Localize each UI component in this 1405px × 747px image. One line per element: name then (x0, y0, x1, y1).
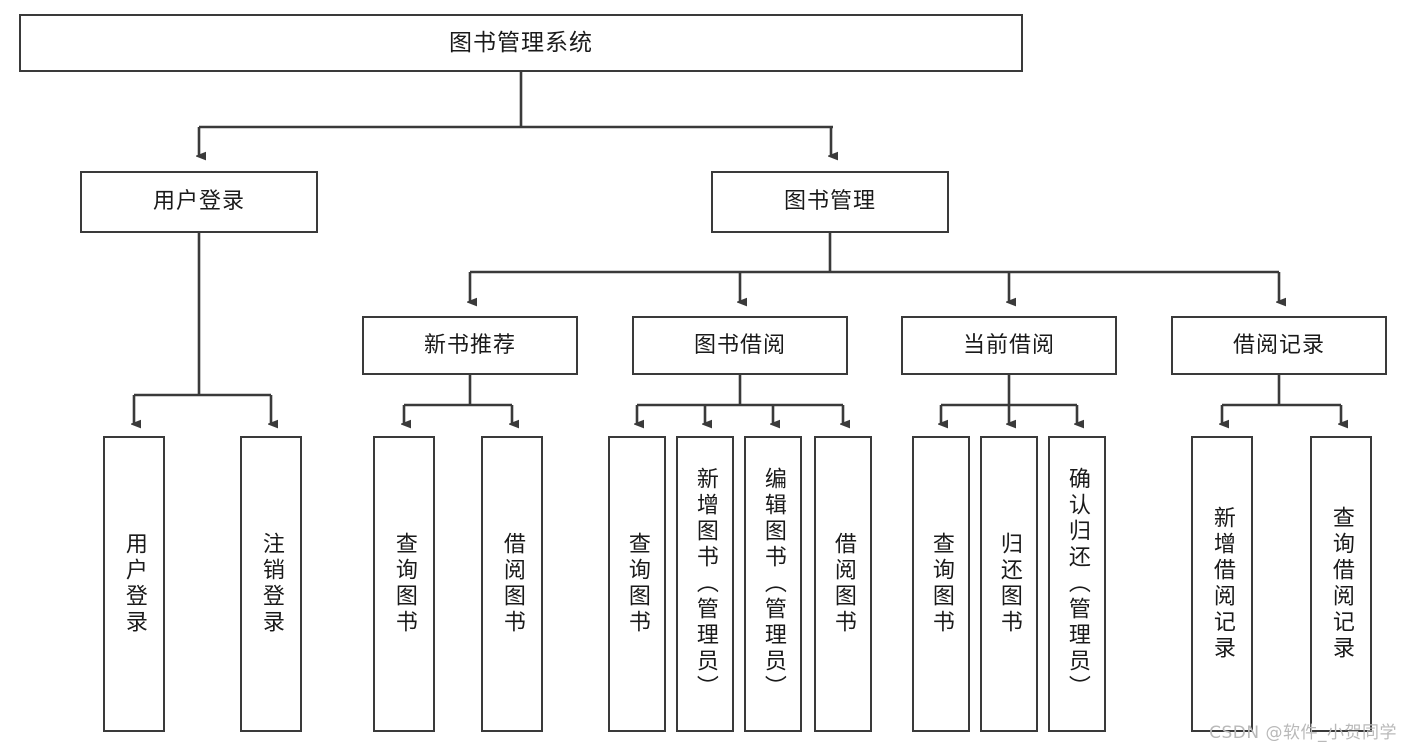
leaf-borrow-book-1[interactable]: 借阅图书 (481, 436, 543, 732)
node-book-borrow-label: 图书借阅 (693, 332, 786, 358)
leaf-user-login[interactable]: 用户登录 (103, 436, 165, 732)
leaf-query-book-3[interactable]: 查询图书 (912, 436, 970, 732)
leaf-query-record-label: 查询借阅记录 (1328, 506, 1354, 662)
leaf-add-record-label: 新增借阅记录 (1209, 506, 1235, 662)
node-root-label: 图书管理系统 (449, 29, 593, 56)
leaf-return-book-label: 归还图书 (996, 532, 1022, 636)
leaf-logout[interactable]: 注销登录 (240, 436, 302, 732)
leaf-edit-book[interactable]: 编辑图书（管理员） (744, 436, 802, 732)
node-book-manage[interactable]: 图书管理 (711, 171, 949, 233)
leaf-borrow-book-2[interactable]: 借阅图书 (814, 436, 872, 732)
watermark: CSDN @软件_小贺同学 (1209, 723, 1397, 743)
leaf-confirm-return[interactable]: 确认归还（管理员） (1048, 436, 1106, 732)
leaf-borrow-book-1-label: 借阅图书 (499, 532, 525, 636)
node-user-login-label: 用户登录 (152, 189, 245, 215)
node-borrow-record-label: 借阅记录 (1232, 332, 1325, 358)
leaf-return-book[interactable]: 归还图书 (980, 436, 1038, 732)
node-borrow-record[interactable]: 借阅记录 (1171, 316, 1387, 375)
leaf-add-book[interactable]: 新增图书（管理员） (676, 436, 734, 732)
leaf-query-record[interactable]: 查询借阅记录 (1310, 436, 1372, 732)
node-user-login[interactable]: 用户登录 (80, 171, 318, 233)
leaf-query-book-2-label: 查询图书 (624, 532, 650, 636)
leaf-user-login-label: 用户登录 (121, 532, 147, 636)
leaf-logout-label: 注销登录 (258, 532, 284, 636)
leaf-add-record[interactable]: 新增借阅记录 (1191, 436, 1253, 732)
leaf-edit-book-label: 编辑图书（管理员） (760, 467, 786, 701)
node-root[interactable]: 图书管理系统 (19, 14, 1023, 72)
leaf-query-book-2[interactable]: 查询图书 (608, 436, 666, 732)
node-new-book-rec[interactable]: 新书推荐 (362, 316, 578, 375)
node-book-borrow[interactable]: 图书借阅 (632, 316, 848, 375)
node-new-book-rec-label: 新书推荐 (423, 332, 516, 358)
node-current-borrow-label: 当前借阅 (962, 332, 1055, 358)
node-current-borrow[interactable]: 当前借阅 (901, 316, 1117, 375)
leaf-confirm-return-label: 确认归还（管理员） (1064, 467, 1090, 701)
leaf-borrow-book-2-label: 借阅图书 (830, 532, 856, 636)
leaf-add-book-label: 新增图书（管理员） (692, 467, 718, 701)
leaf-query-book-1-label: 查询图书 (391, 532, 417, 636)
node-book-manage-label: 图书管理 (783, 189, 876, 215)
leaf-query-book-1[interactable]: 查询图书 (373, 436, 435, 732)
leaf-query-book-3-label: 查询图书 (928, 532, 954, 636)
